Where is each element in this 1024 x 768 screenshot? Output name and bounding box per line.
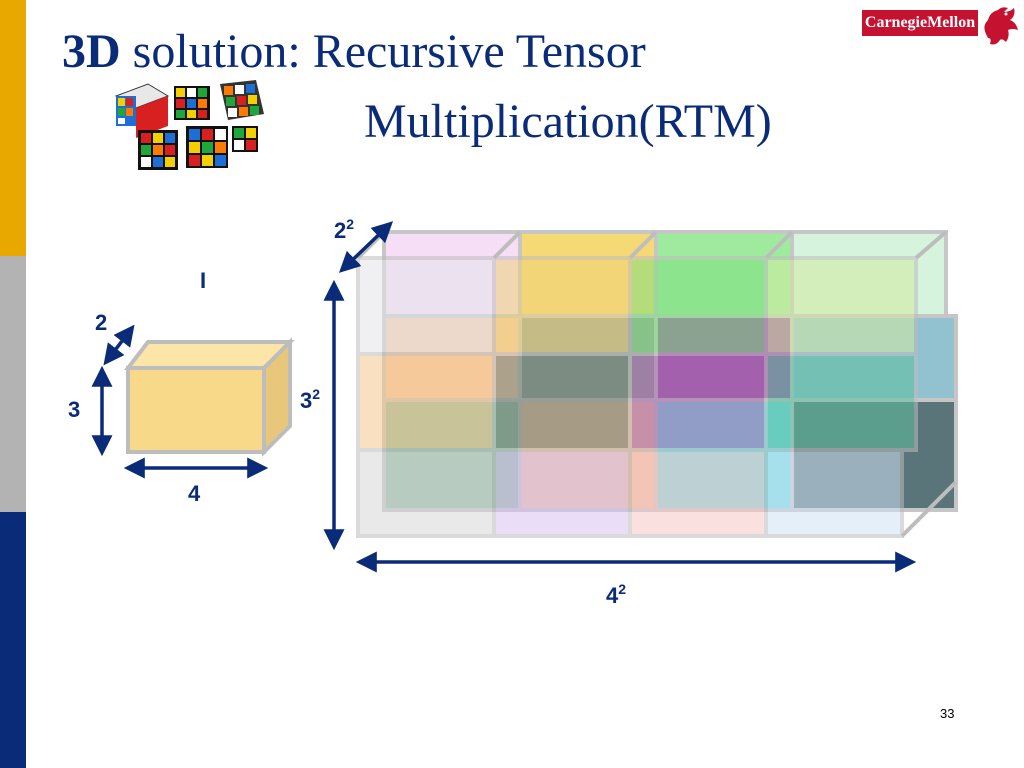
sidebar-gray-band — [0, 256, 26, 512]
rubiks-cube-3 — [220, 80, 264, 120]
rubiks-cube-4 — [138, 130, 178, 170]
big-depth-base: 2 — [334, 218, 346, 243]
small-depth-label: 2 — [95, 310, 107, 335]
rubiks-cube-6 — [232, 126, 258, 152]
big-width-label: 42 — [606, 581, 626, 608]
small-depth-arrow — [103, 324, 135, 366]
small-tensor-cube — [123, 337, 295, 457]
sidebar-gold-band — [0, 0, 26, 256]
title-rest: solution: Recursive Tensor — [120, 25, 646, 78]
slide-title-line2: Multiplication(RTM) — [364, 95, 772, 148]
dragon-icon — [984, 7, 1018, 45]
small-width-label: 4 — [188, 481, 201, 506]
big-depth-arrow — [338, 221, 394, 273]
big-width-base: 4 — [606, 583, 619, 608]
big-depth-label: 22 — [334, 216, 354, 243]
big-height-base: 3 — [300, 388, 312, 413]
small-height-label: 3 — [68, 397, 80, 422]
big-tensor-front-layer — [356, 256, 918, 538]
cmu-logo: CarnegieMellon — [862, 10, 978, 36]
small-label-i: I — [200, 268, 206, 293]
big-height-label: 32 — [300, 386, 320, 413]
rubiks-cube-5 — [186, 126, 228, 168]
big-height-exponent: 2 — [312, 386, 320, 402]
page-number: 33 — [940, 706, 955, 721]
rubiks-cube-1 — [114, 83, 170, 138]
sidebar-stripe — [0, 0, 26, 768]
rubiks-cube-2 — [174, 86, 210, 120]
sidebar-navy-band — [0, 512, 26, 768]
title-bold: 3D — [62, 25, 121, 78]
big-depth-exponent: 2 — [346, 216, 354, 232]
rubiks-cubes-image — [114, 80, 264, 170]
slide-title: 3D solution: Recursive Tensor — [62, 22, 646, 82]
big-width-exponent: 2 — [618, 581, 626, 597]
